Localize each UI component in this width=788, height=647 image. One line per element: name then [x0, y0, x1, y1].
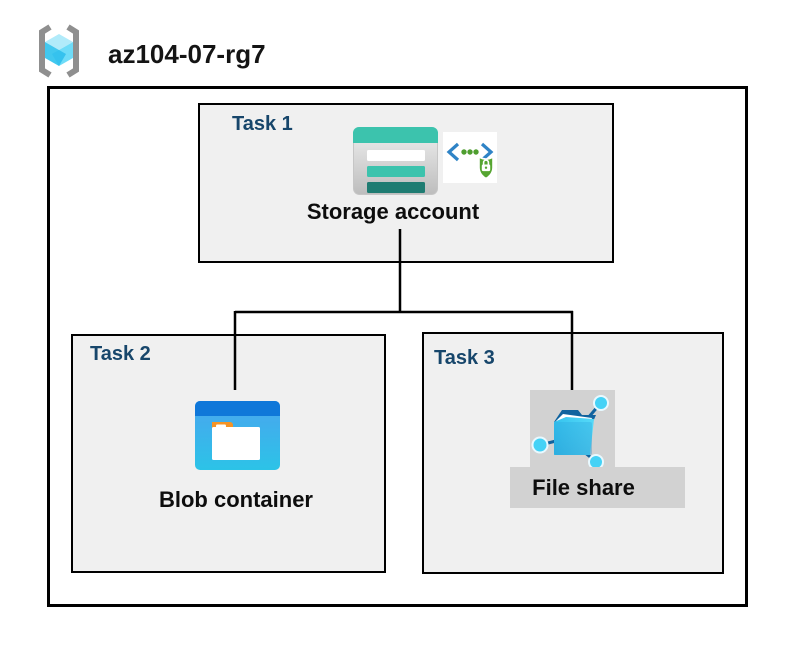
file-share-icon-background — [530, 390, 615, 468]
blob-container-label: Blob container — [158, 487, 313, 512]
code-chevron-left — [446, 142, 460, 162]
task2-label: Task 2 — [90, 343, 151, 365]
code-chevron-right — [480, 142, 494, 162]
blob-container-icon — [195, 401, 280, 470]
rg-bracket-left — [39, 24, 52, 78]
storage-account-icon — [353, 127, 438, 195]
rg-cube — [45, 34, 73, 66]
security-shield-lock — [478, 155, 494, 180]
folder-glyph — [212, 422, 260, 460]
secure-access-icon — [443, 132, 497, 183]
resource-group-label: az104-07-rg7 — [108, 39, 266, 69]
resource-group-icon — [39, 24, 79, 78]
task3-label: Task 3 — [434, 347, 495, 369]
file-share-label-box: File share — [510, 467, 685, 508]
task1-label: Task 1 — [232, 113, 293, 135]
rg-bracket-right — [66, 24, 79, 78]
file-share-label: File share — [532, 475, 635, 500]
storage-account-label: Storage account — [306, 199, 480, 224]
file-share-icon — [531, 395, 609, 468]
